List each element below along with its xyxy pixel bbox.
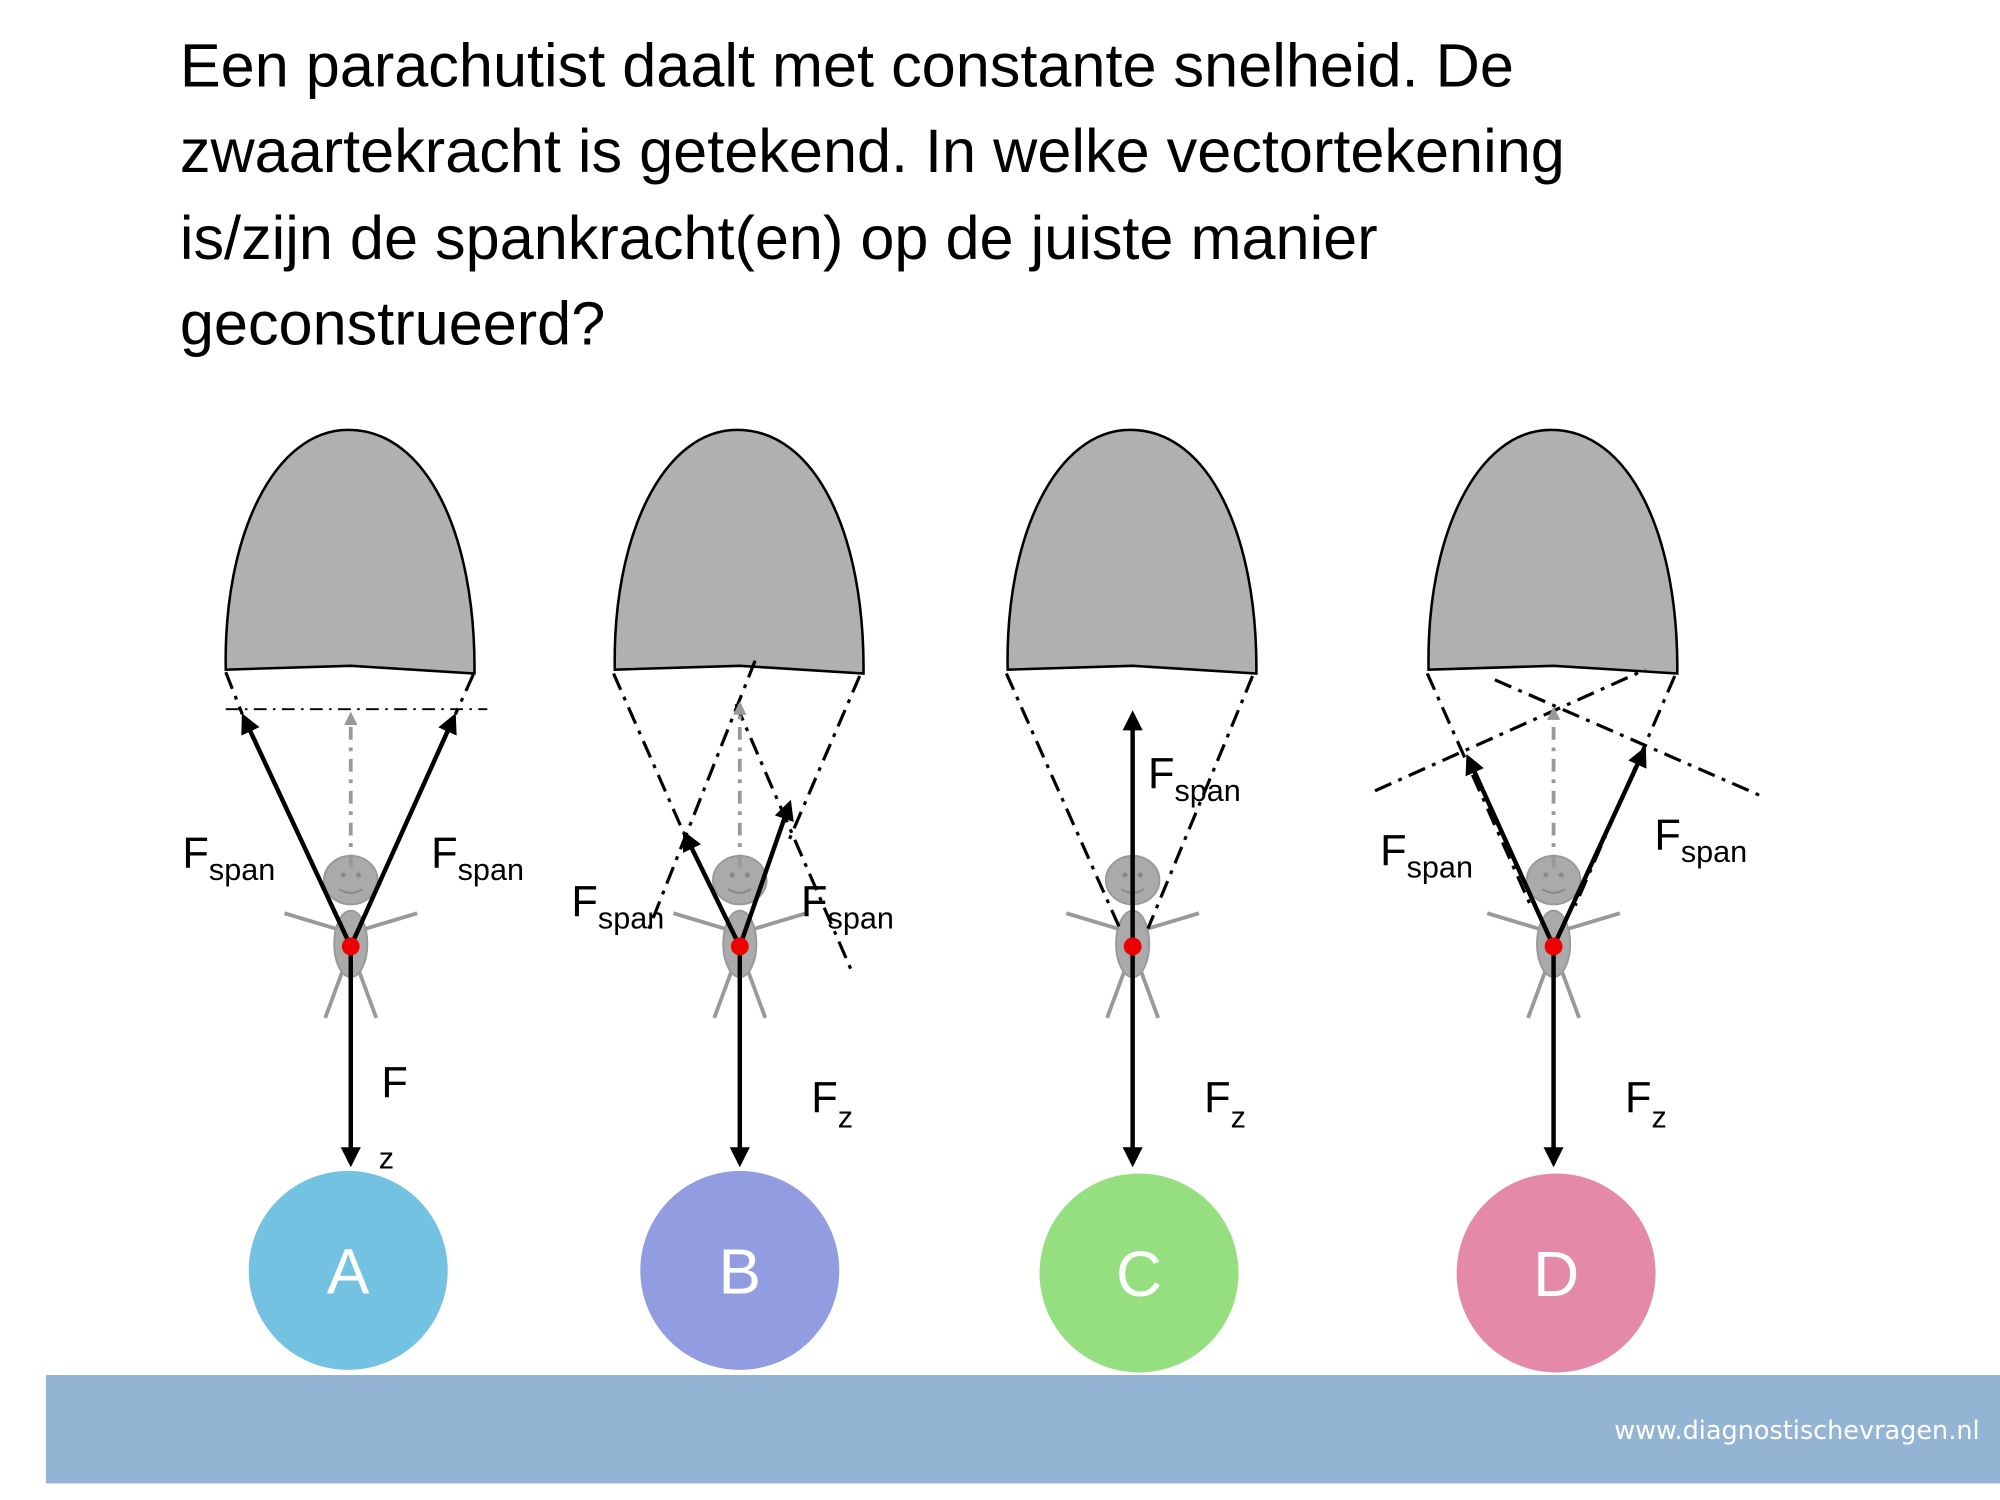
diagram-b: Fspan Fspan Fz [571,427,894,1168]
svg-text:Fz: Fz [1625,1074,1667,1134]
answer-option-a[interactable]: A [248,1170,448,1370]
question-line-3: is/zijn de spankracht(en) op de juiste m… [180,204,1378,272]
question-text: Een parachutist daalt met constante snel… [180,32,1565,358]
fspan-arrow-right [1551,746,1647,948]
answer-option-d[interactable]: D [1456,1173,1656,1373]
svg-text:B: B [719,1235,762,1307]
svg-text:Fz: Fz [1204,1074,1246,1134]
question-line-2: zwaartekracht is getekend. In welke vect… [180,117,1565,185]
svg-text:Fspan: Fspan [1380,827,1473,885]
answer-option-c[interactable]: C [1039,1173,1239,1373]
svg-text:F: F [381,1059,408,1107]
svg-text:Fspan: Fspan [571,878,664,936]
diagram-c: Fspan Fz [1004,427,1259,1168]
fspan-arrow-left [1465,753,1556,948]
svg-text:Fspan: Fspan [1654,811,1747,869]
footer-url[interactable]: www.diagnostischevragen.nl [1614,1416,1979,1446]
fspan-arrow-left [682,830,742,948]
svg-text:D: D [1533,1238,1579,1310]
fspan-arrow-right [348,713,457,948]
answer-option-b[interactable]: B [640,1170,840,1370]
diagram-a: Fspan Fspan F z [182,427,524,1175]
fspan-arrow-right [737,799,794,948]
diagram-d: Fspan Fspan Fz [1374,427,1765,1168]
fspan-arrow-left [241,713,353,948]
parachutist-figure [223,427,477,1020]
svg-text:Fspan: Fspan [182,829,275,887]
question-line-1: Een parachutist daalt met constante snel… [180,32,1514,100]
footer-bar [45,1375,2000,1484]
svg-text:Fspan: Fspan [1148,750,1241,808]
svg-text:C: C [1116,1238,1162,1310]
svg-text:A: A [327,1235,370,1307]
question-line-4: geconstrueerd? [180,289,605,357]
svg-text:Fspan: Fspan [801,878,894,936]
svg-text:Fspan: Fspan [431,829,524,887]
svg-text:Fz: Fz [811,1074,853,1134]
svg-text:z: z [379,1141,394,1175]
